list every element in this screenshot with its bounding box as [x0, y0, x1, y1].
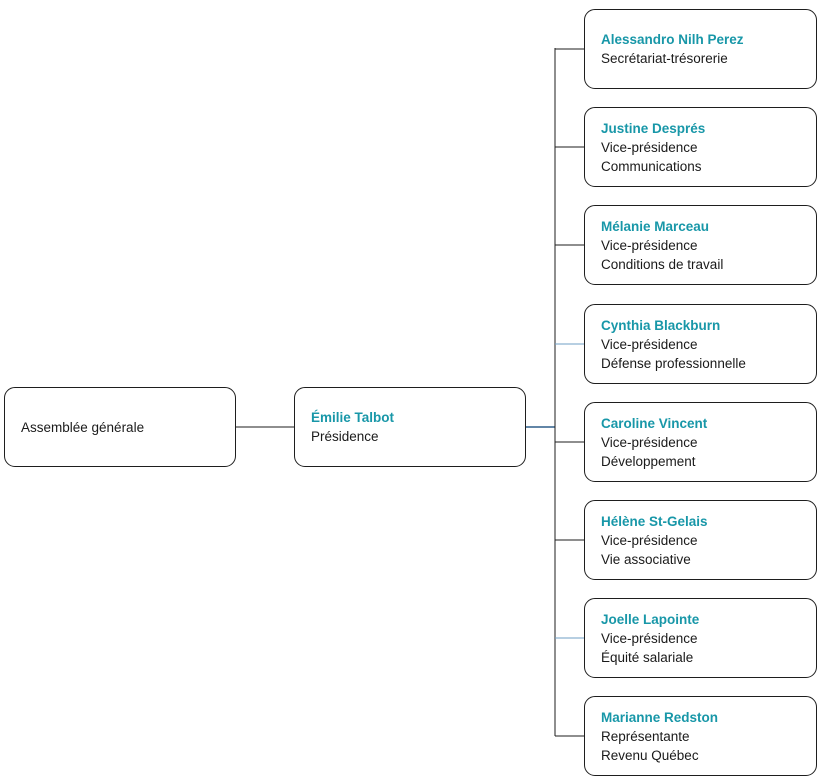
assembly-label: Assemblée générale — [21, 419, 145, 435]
member-role-line: Vice-présidence — [601, 139, 698, 155]
member-role-line: Vice-présidence — [601, 630, 698, 646]
member-role-line: Vie associative — [601, 551, 691, 567]
member-branches — [555, 48, 584, 737]
member-role-line: Conditions de travail — [601, 256, 724, 272]
member-role-line: Développement — [601, 453, 696, 469]
president-name: Émilie Talbot — [311, 410, 395, 425]
member-name: Caroline Vincent — [601, 415, 708, 431]
member-role-line: Vice-présidence — [601, 336, 698, 352]
member-name: Justine Després — [601, 120, 706, 136]
member-name: Alessandro Nilh Perez — [601, 32, 744, 47]
member-role-line: Équité salariale — [601, 649, 694, 665]
member-name: Joelle Lapointe — [601, 611, 700, 627]
member-role-line: Vice-présidence — [601, 434, 698, 450]
assembly-box: Assemblée générale — [4, 387, 236, 467]
president-role: Présidence — [311, 429, 379, 444]
member-role-line: Défense professionnelle — [601, 355, 746, 371]
member-name: Mélanie Marceau — [601, 218, 710, 234]
member-name: Marianne Redston — [601, 709, 719, 725]
member-role-line: Vice-présidence — [601, 532, 698, 548]
member-role-line: Représentante — [601, 728, 690, 744]
member-name: Cynthia Blackburn — [601, 317, 721, 333]
member-role-line: Communications — [601, 158, 702, 174]
member-name: Hélène St-Gelais — [601, 513, 708, 529]
member-role-line: Secrétariat-trésorerie — [601, 51, 728, 66]
member-role-line: Revenu Québec — [601, 747, 699, 763]
president-box: Émilie Talbot Présidence — [294, 387, 526, 467]
member-role-line: Vice-présidence — [601, 237, 698, 253]
